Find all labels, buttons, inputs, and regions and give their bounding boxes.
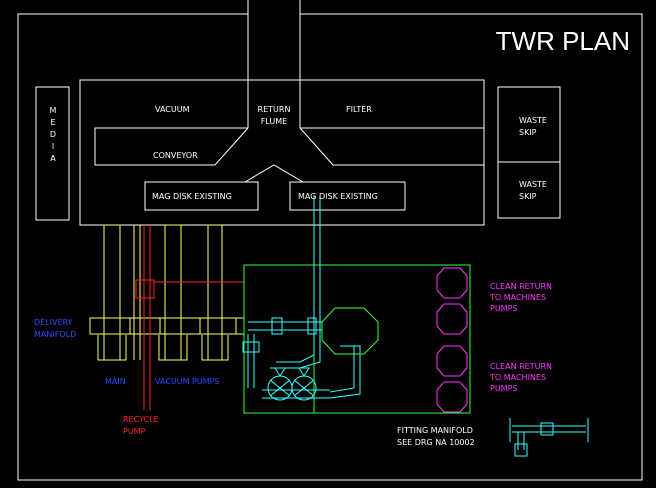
- vacuum-pumps-label: VACUUM PUMPS: [155, 377, 220, 386]
- fitting-manifold-detail: [509, 418, 589, 457]
- svg-text:D: D: [50, 130, 56, 139]
- conveyor-box: [94, 127, 248, 166]
- mag-disk-right-label: MAG DISK EXISTING: [298, 192, 378, 201]
- flume-label: FLUME: [261, 117, 287, 126]
- clean-return-2-label-2: TO MACHINES: [489, 373, 546, 382]
- media-label: M E D I A: [50, 106, 57, 163]
- tank-icon: [321, 307, 379, 355]
- clean-return-pumps: [436, 267, 468, 413]
- recycle-label: RECYCLE: [123, 415, 159, 424]
- pump-icon: [267, 367, 317, 401]
- waste-skip-2-label: WASTE: [519, 180, 547, 189]
- main-label: MAIN: [105, 377, 126, 386]
- clean-return-1-label-2: TO MACHINES: [489, 293, 546, 302]
- fitting-drg-label: SEE DRG NA 10002: [397, 438, 475, 447]
- delivery-manifold: [89, 317, 244, 335]
- clean-return-2-label-3: PUMPS: [490, 384, 517, 393]
- page-title: TWR PLAN: [496, 26, 630, 56]
- svg-text:A: A: [50, 154, 56, 163]
- recycle-pump: [135, 225, 244, 410]
- pump-label: PUMP: [123, 427, 146, 436]
- svg-text:M: M: [50, 106, 57, 115]
- manifold-label: MANIFOLD: [34, 330, 76, 339]
- waste-skip-2-label-2: SKIP: [519, 192, 537, 201]
- return-flume: [145, 0, 405, 210]
- mag-disk-left-label: MAG DISK EXISTING: [152, 192, 232, 201]
- waste-skip-2: [497, 161, 561, 219]
- media-box: [35, 86, 70, 221]
- plan-border: [17, 13, 643, 481]
- cyan-pipework: [242, 195, 361, 399]
- clean-return-1-label: CLEAN RETURN: [490, 282, 552, 291]
- clean-return-1-label-3: PUMPS: [490, 304, 517, 313]
- svg-text:I: I: [52, 142, 54, 151]
- filter-label: FILTER: [346, 105, 372, 114]
- conveyor-label: CONVEYOR: [153, 151, 198, 160]
- fitting-manifold-label: FITTING MANIFOLD: [397, 426, 473, 435]
- vacuum-label: VACUUM: [155, 105, 190, 114]
- main-tank: [79, 79, 485, 226]
- mag-disk-left-box: [144, 181, 259, 211]
- delivery-label: DELIVERY: [34, 318, 73, 327]
- waste-skip-1-label: WASTE: [519, 116, 547, 125]
- svg-text:E: E: [50, 118, 55, 127]
- return-label: RETURN: [258, 105, 291, 114]
- pump-legs: [97, 224, 229, 361]
- mag-disk-right-box: [289, 181, 406, 211]
- clean-return-2-label: CLEAN RETURN: [490, 362, 552, 371]
- waste-skip-1-label-2: SKIP: [519, 128, 537, 137]
